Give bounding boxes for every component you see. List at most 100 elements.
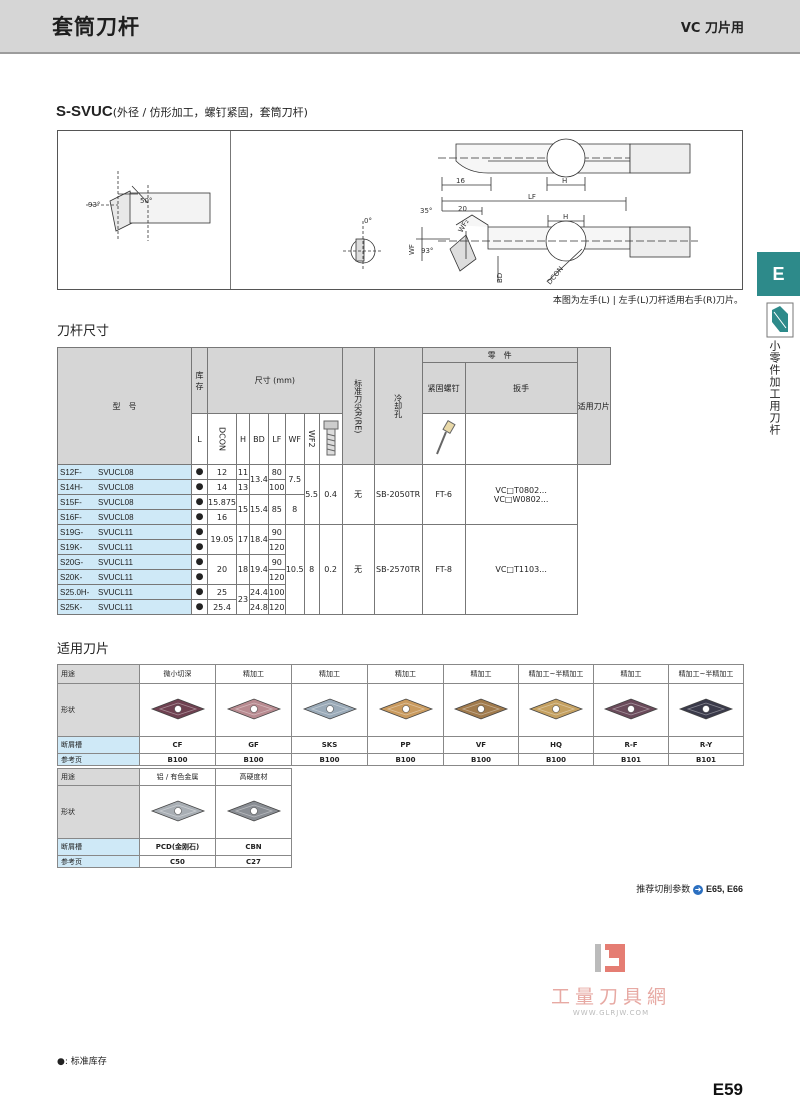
insert-section-title: 适用刀片: [57, 642, 110, 657]
label-dim20: 20: [458, 205, 467, 213]
cell-lf: 90: [267, 524, 286, 540]
cell-h: 15: [236, 494, 250, 525]
row-label-refpage: 参考页: [57, 855, 140, 868]
model-row-7[interactable]: S20G-SVUCL11: [57, 554, 192, 570]
insert-ref-page[interactable]: B100: [518, 753, 594, 766]
insert-image: [150, 800, 205, 822]
insert-shape-cell: [215, 683, 292, 737]
insert-chipbreaker[interactable]: PP: [367, 736, 444, 754]
model-row-6[interactable]: S19K-SVUCL11: [57, 539, 192, 555]
insert-chipbreaker[interactable]: HQ: [518, 736, 594, 754]
row-label-use: 用途: [57, 768, 140, 786]
label-BD: BD: [496, 273, 504, 283]
insert-use: 精加工~半精加工: [518, 664, 594, 684]
insert-chipbreaker[interactable]: VF: [443, 736, 519, 754]
legend-note: ●: 标准库存: [57, 1057, 107, 1067]
model-row-4[interactable]: S16F-SVUCL08: [57, 509, 192, 525]
stock-dot: ●: [191, 599, 208, 615]
page-header: 套筒刀杆 VC 刀片用: [0, 0, 800, 52]
insert-ref-page[interactable]: B100: [367, 753, 444, 766]
watermark: 工量刀具網 WWW.GLRJW.COM: [536, 940, 686, 1030]
insert-shape-cell: [139, 785, 216, 839]
insert-chipbreaker[interactable]: R-F: [593, 736, 669, 754]
watermark-name: 工量刀具網: [550, 986, 671, 1008]
cell-lf: 100: [267, 584, 286, 600]
page-title: 套筒刀杆: [52, 15, 140, 39]
insert-ref-page[interactable]: C27: [215, 855, 292, 868]
insert-image: [528, 698, 584, 720]
model-row-3[interactable]: S15F-SVUCL08: [57, 494, 192, 510]
insert-use: 微小切深: [139, 664, 216, 684]
cell-h: 11: [236, 464, 250, 480]
model-row-9[interactable]: S25.0H-SVUCL11: [57, 584, 192, 600]
cell-lf: 100: [267, 479, 286, 495]
stock-dot: ●: [191, 524, 208, 540]
cutting-params-ref[interactable]: 推荐切削参数 ➜ E65, E66: [636, 884, 743, 895]
cell-lf: 90: [267, 554, 286, 570]
section-title: S-SVUC(外径 / 仿形加工，螺钉紧固，套筒刀杆): [56, 103, 308, 120]
row-label-chipbreaker: 断屑槽: [57, 838, 140, 856]
diagram-drawing: 93° 50° 16 H: [86, 138, 698, 286]
label-35: 35°: [420, 207, 432, 215]
col-re-header: 标准刀尖R(RE): [341, 347, 375, 465]
insert-ref-page[interactable]: B100: [215, 753, 292, 766]
cell-wf2: 8: [303, 524, 320, 615]
cell-wf2: 5.5: [303, 464, 320, 525]
cell-h: 23: [236, 584, 250, 615]
insert-ref-page[interactable]: B101: [668, 753, 744, 766]
cell-re: 0.4: [318, 464, 343, 525]
insert-ref-page[interactable]: B100: [291, 753, 368, 766]
col-dims-header: 尺寸 (mm): [207, 347, 343, 414]
cell-lf: 120: [267, 569, 286, 585]
insert-chipbreaker[interactable]: GF: [215, 736, 292, 754]
diagram-divider: [230, 131, 231, 289]
insert-use: 铝 / 有色金属: [139, 768, 216, 786]
cell-coolant: 无: [341, 464, 375, 525]
screw-icon: [323, 420, 339, 456]
cell-bd: 15.4: [249, 494, 269, 525]
insert-chipbreaker[interactable]: SKS: [291, 736, 368, 754]
insert-chipbreaker[interactable]: R-Y: [668, 736, 744, 754]
insert-shape-cell: [215, 785, 292, 839]
cell-lf: 120: [267, 539, 286, 555]
wrench-image: [421, 413, 466, 465]
insert-shape-cell: [291, 683, 368, 737]
insert-chipbreaker[interactable]: PCD(金刚石): [139, 838, 216, 856]
sub-WF: WF: [284, 413, 305, 465]
sub-WF2: WF2: [303, 413, 320, 465]
model-row-1[interactable]: S12F-SVUCL08: [57, 464, 192, 480]
sub-L: L: [191, 413, 208, 465]
section-tab-E[interactable]: E: [757, 252, 800, 296]
cell-wf: 8: [284, 494, 305, 525]
insert-ref-page[interactable]: B100: [139, 753, 216, 766]
insert-image: [226, 698, 281, 720]
holder-table: 型 号 库存 尺寸 (mm) 标准刀尖R(RE) 冷却孔 零 件 适用刀片 紧固…: [57, 347, 611, 615]
stock-dot: ●: [191, 464, 208, 480]
watermark-logo: [595, 944, 625, 972]
insert-ref-page[interactable]: C50: [139, 855, 216, 868]
label-H1: H: [562, 177, 567, 185]
row-label-shape: 形状: [57, 785, 140, 839]
row-label-use: 用途: [57, 664, 140, 684]
cell-lf: 80: [267, 464, 286, 480]
insert-use: 精加工: [593, 664, 669, 684]
col-model-header: 型 号: [57, 347, 192, 465]
section-vertical-label: 小零件加工用刀杆: [768, 340, 781, 436]
insert-ref-page[interactable]: B101: [593, 753, 669, 766]
model-row-8[interactable]: S20K-SVUCL11: [57, 569, 192, 585]
insert-chipbreaker[interactable]: CF: [139, 736, 216, 754]
model-row-10[interactable]: S25K-SVUCL11: [57, 599, 192, 615]
col-wrench-header: 扳手: [464, 362, 578, 414]
insert-use: 精加工: [291, 664, 368, 684]
model-row-5[interactable]: S19G-SVUCL11: [57, 524, 192, 540]
stock-dot: ●: [191, 494, 208, 510]
cell-bd: 24.8: [249, 599, 269, 615]
model-row-2[interactable]: S14H-SVUCL08: [57, 479, 192, 495]
cell-dcon: 14: [207, 479, 237, 495]
holder-section-title: 刀杆尺寸: [57, 324, 110, 339]
insert-chipbreaker[interactable]: CBN: [215, 838, 292, 856]
stock-dot: ●: [191, 554, 208, 570]
insert-ref-page[interactable]: B100: [443, 753, 519, 766]
label-50: 50°: [140, 197, 152, 205]
cell-wf: 7.5: [284, 464, 305, 495]
